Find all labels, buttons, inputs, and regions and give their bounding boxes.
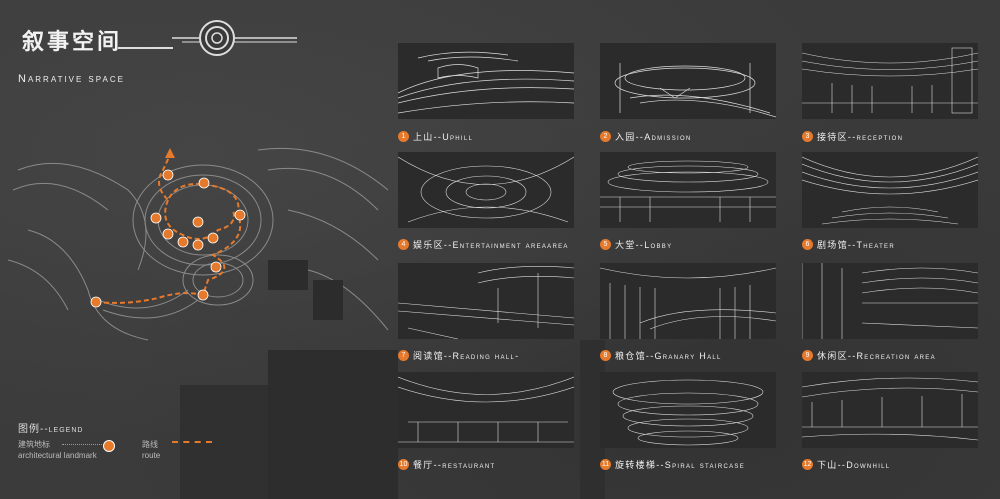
legend-title: 图例--legend (18, 424, 84, 435)
scene-image-spiral-staircase (600, 372, 776, 448)
title-underline (118, 47, 173, 49)
caption-reception: 3 接待区--reception (802, 130, 903, 143)
route-line-icon (172, 441, 212, 443)
caption-label: 入园--Admission (615, 132, 692, 142)
number-badge: 8 (600, 350, 611, 361)
caption-label: 休闲区--Recreation area (817, 351, 936, 361)
scene-image-restaurant (398, 372, 574, 448)
caption-lobby: 5 大堂--Lobby (600, 238, 672, 251)
legend-route-cn: 路线 (142, 440, 158, 449)
caption-label: 剧场馆--Theater (817, 240, 895, 250)
site-plan-map (8, 147, 389, 341)
caption-admission: 2 入园--Admission (600, 130, 692, 143)
circle-emblem-icon (172, 20, 297, 56)
caption-uphill: 1 上山--Uphill (398, 130, 473, 143)
legend-leader (62, 444, 102, 445)
caption-label: 娱乐区--Entertainment areaarea (413, 240, 569, 250)
caption-label: 下山--Downhill (817, 460, 891, 470)
scene-image-reading-hall (398, 263, 574, 339)
caption-theater: 6 剧场馆--Theater (802, 238, 895, 251)
caption-spiral-staircase: 11 旋转楼梯--Spiral staircase (600, 458, 745, 471)
caption-label: 旋转楼梯--Spiral staircase (615, 460, 746, 470)
number-badge: 3 (802, 131, 813, 142)
scene-image-granary-hall (600, 263, 776, 339)
scene-image-downhill (802, 372, 978, 448)
legend-route-en: route (142, 451, 161, 460)
scene-image-admission (600, 43, 776, 119)
scene-image-lobby (600, 152, 776, 228)
page-subtitle: Narrative space (18, 73, 125, 85)
building-silhouette (268, 350, 398, 499)
legend-landmark-label: 建筑地标 architectural landmark (18, 439, 97, 461)
page-title: 叙事空间 (22, 29, 123, 55)
caption-label: 上山--Uphill (413, 132, 474, 142)
number-badge: 9 (802, 350, 813, 361)
legend-landmark-en: architectural landmark (18, 451, 97, 460)
number-badge: 4 (398, 239, 409, 250)
caption-label: 接待区--reception (817, 132, 904, 142)
number-badge: 12 (802, 459, 813, 470)
scene-image-theater (802, 152, 978, 228)
caption-restaurant: 10 餐厅--restaurant (398, 458, 495, 471)
caption-label: 阅读馆--Reading hall- (413, 351, 520, 361)
number-badge: 7 (398, 350, 409, 361)
caption-entertainment: 4 娱乐区--Entertainment areaarea (398, 238, 569, 251)
caption-granary-hall: 8 粮仓馆--Granary Hall (600, 349, 722, 362)
number-badge: 5 (600, 239, 611, 250)
caption-label: 粮仓馆--Granary Hall (615, 351, 722, 361)
legend-route-label: 路线 route (142, 439, 160, 461)
scene-image-uphill (398, 43, 574, 119)
legend-landmark-cn: 建筑地标 (18, 440, 50, 449)
scene-image-reception (802, 43, 978, 119)
landmark-marker-icon (103, 440, 115, 452)
scene-image-entertainment (398, 152, 574, 228)
caption-reading-hall: 7 阅读馆--Reading hall- (398, 349, 519, 362)
caption-recreation: 9 休闲区--Recreation area (802, 349, 936, 362)
number-badge: 11 (600, 459, 611, 470)
scene-image-recreation (802, 263, 978, 339)
number-badge: 6 (802, 239, 813, 250)
caption-label: 餐厅--restaurant (413, 460, 496, 470)
number-badge: 2 (600, 131, 611, 142)
number-badge: 10 (398, 459, 409, 470)
caption-downhill: 12 下山--Downhill (802, 458, 890, 471)
number-badge: 1 (398, 131, 409, 142)
caption-label: 大堂--Lobby (615, 240, 673, 250)
